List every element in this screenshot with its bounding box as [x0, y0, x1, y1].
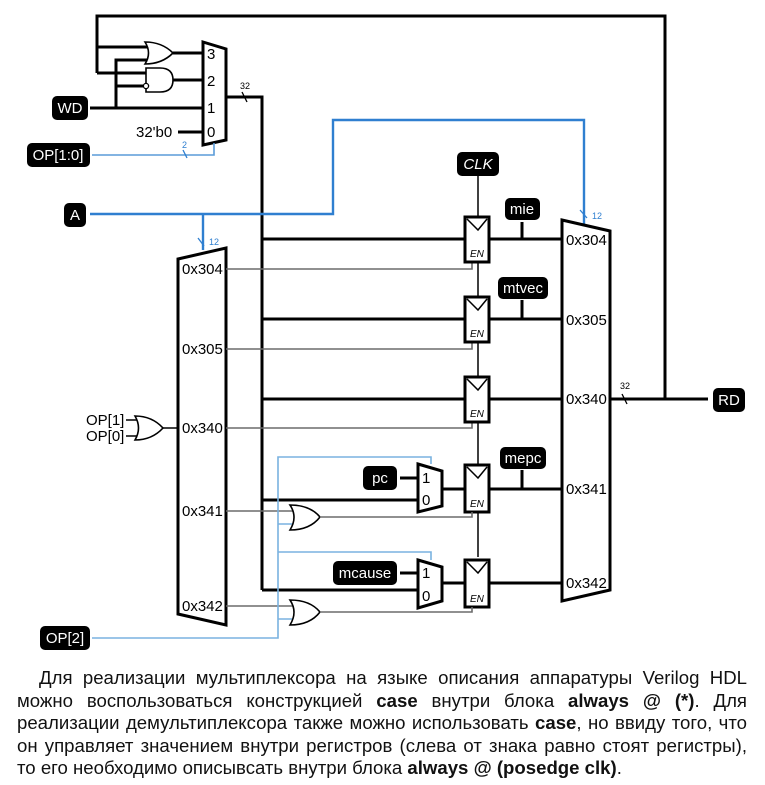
mux-port-0x340: 0x340: [566, 391, 607, 408]
mux-port-0x341: 0x341: [566, 481, 607, 498]
wd-label: WD: [58, 100, 83, 117]
addr-width-mux: 12: [592, 211, 602, 221]
clk-input: CLK: [457, 152, 499, 176]
mepc-input-mux: 1 0: [416, 462, 444, 514]
svg-text:EN: EN: [470, 594, 485, 605]
keyword-case: case: [376, 689, 418, 711]
register-label-mepc: mepc: [505, 450, 542, 467]
demux-port-0x305: 0x305: [182, 341, 223, 358]
svg-text:EN: EN: [470, 249, 485, 260]
svg-text:1: 1: [422, 565, 430, 582]
register-mie: EN: [463, 215, 491, 264]
svg-text:0: 0: [422, 492, 430, 509]
const-zero-label: 32'b0: [136, 124, 172, 141]
mux-port-0x304: 0x304: [566, 232, 607, 249]
register-mtvec: EN: [463, 295, 491, 344]
csr-circuit-diagram: 32'b0 3 2 1 0 2 32 12 12 0x304 0x305 0x3…: [27, 14, 745, 650]
clk-label: CLK: [463, 156, 493, 173]
or-gate-mcause-en: [288, 599, 322, 626]
demux-port-0x340: 0x340: [182, 420, 223, 437]
keyword-always-posedge: always @ (posedge clk): [407, 757, 617, 778]
opmux-port-0: 0: [207, 124, 215, 141]
inverter-bubble: [142, 82, 150, 90]
register-mcause: EN: [463, 558, 491, 609]
keyword-always-star: always @ (*): [568, 689, 695, 711]
mux-port-0x342: 0x342: [566, 575, 607, 592]
and-gate-op2: [145, 67, 174, 93]
svg-text:EN: EN: [470, 499, 485, 510]
svg-text:EN: EN: [470, 409, 485, 420]
register-mepc: EN: [463, 463, 491, 514]
read-mux: 0x304 0x305 0x340 0x341 0x342: [560, 218, 612, 603]
or-gate-mepc-en: [288, 504, 322, 531]
register-label-mtvec: mtvec: [503, 280, 544, 297]
svg-text:1: 1: [422, 470, 430, 487]
feedback-wire: [95, 14, 667, 398]
op-bus-width: 2: [182, 140, 187, 150]
op2-label: OP[2]: [46, 630, 84, 647]
op1-label: OP[1]: [86, 412, 124, 429]
or-gate-op3: [143, 41, 175, 65]
op10-label: OP[1:0]: [33, 147, 84, 164]
demux-port-0x342: 0x342: [182, 598, 223, 615]
addr-width-demux: 12: [209, 237, 219, 247]
address-decoder: 0x304 0x305 0x340 0x341 0x342: [176, 246, 228, 627]
rd-label: RD: [718, 392, 740, 409]
a-label: A: [70, 207, 80, 224]
address-bus: 12 12: [90, 118, 602, 250]
op-select-mux: 3 2 1 0: [201, 39, 228, 147]
keyword-case-2: case: [535, 712, 577, 733]
mcause-label: mcause: [339, 565, 392, 582]
description-paragraph: Для реализации мультиплексора на языке о…: [17, 667, 747, 778]
data-bus-width-out: 32: [620, 381, 630, 391]
op0-label: OP[0]: [86, 428, 124, 445]
pc-label: pc: [372, 470, 388, 487]
demux-port-0x341: 0x341: [182, 503, 223, 520]
opmux-port-3: 3: [207, 46, 215, 63]
demux-port-0x304: 0x304: [182, 261, 223, 278]
mux-port-0x305: 0x305: [566, 312, 607, 329]
opmux-port-1: 1: [207, 100, 215, 117]
data-bus-width-top: 32: [240, 81, 250, 91]
svg-text:0: 0: [422, 588, 430, 605]
wd-wires: [90, 58, 203, 110]
register-label-mie: mie: [510, 201, 534, 218]
svg-text:EN: EN: [470, 329, 485, 340]
register-mscratch: EN: [463, 375, 491, 424]
mcause-input-mux: 1 0: [416, 558, 444, 610]
opmux-port-2: 2: [207, 73, 215, 90]
or-gate-op: [133, 415, 165, 441]
